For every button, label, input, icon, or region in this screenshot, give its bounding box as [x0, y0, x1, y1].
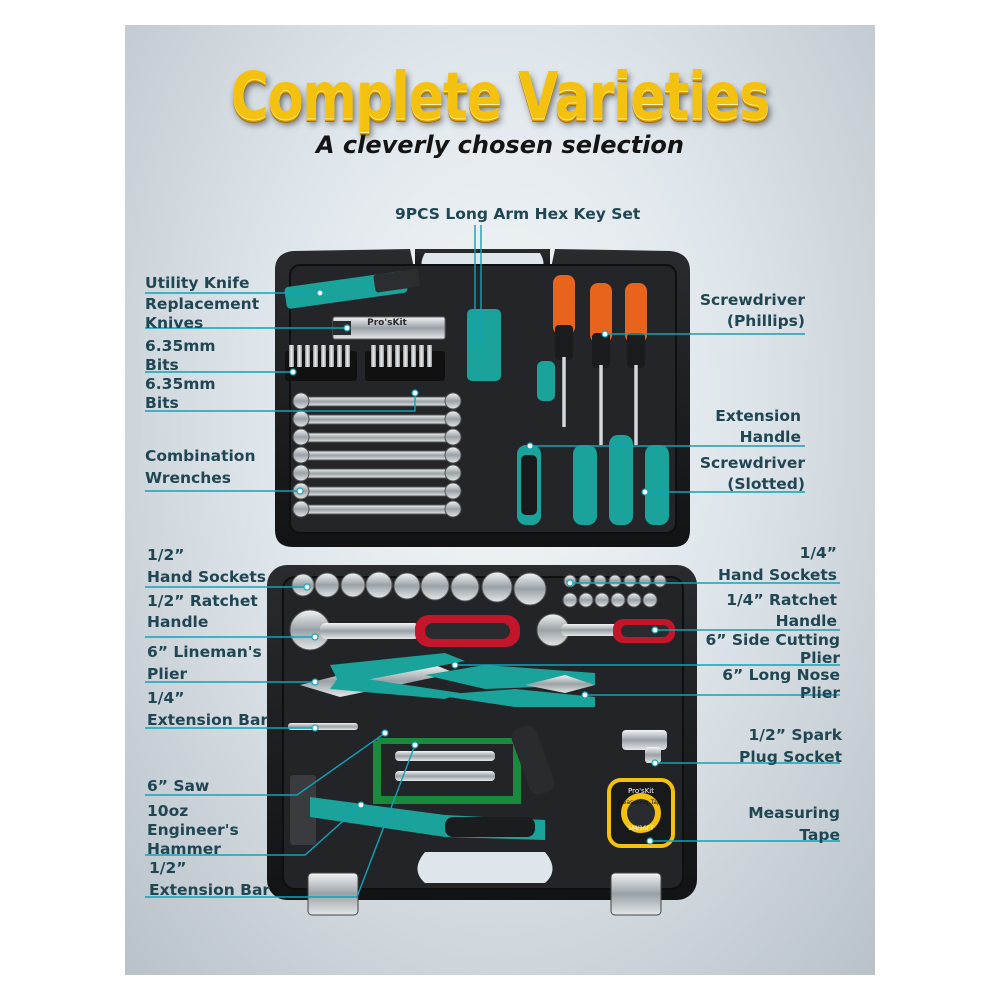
label-extension-handle: Extension Handle	[715, 407, 801, 446]
hammer	[290, 775, 545, 845]
label-replacement-knives: Replacement Knives	[145, 295, 260, 332]
screwdrivers-phillips	[553, 275, 647, 445]
blade-pack-brand: Pro'sKit	[367, 318, 407, 328]
hand-sockets-quarter	[562, 574, 667, 608]
label-extension-bar-half: 1/2” Extension Bar	[149, 859, 271, 899]
utility-knife	[284, 269, 420, 309]
label-combination-wrenches: Combination Wrenches	[145, 447, 256, 487]
label-ratchet-quarter: 1/4” Ratchet Handle	[726, 591, 837, 630]
spark-plug-socket	[622, 730, 667, 763]
pliers	[300, 653, 595, 707]
label-hand-sockets-quarter: 1/4” Hand Sockets	[718, 544, 837, 584]
screwdrivers-slotted	[517, 361, 669, 525]
poster: Pro'sKit Pro'sKit Measuring Tape 5M/16FT…	[125, 25, 875, 975]
label-side-cutting-plier: 6” Side Cutting Plier	[705, 631, 840, 667]
measuring-tape	[607, 778, 675, 848]
label-screwdriver-slotted: Screwdriver (Slotted)	[699, 454, 805, 493]
label-saw: 6” Saw	[147, 777, 210, 795]
label-hammer: 10oz Engineer's Hammer	[147, 802, 239, 858]
ratchet-quarter	[536, 613, 675, 647]
extension-bar-half	[395, 751, 495, 781]
tape-brand: Pro'sKit	[628, 787, 654, 795]
label-extension-bar-quarter: 1/4” Extension Bar	[147, 689, 269, 729]
bit-sets	[285, 345, 445, 381]
label-hand-sockets-half: 1/2” Hand Sockets	[147, 546, 266, 586]
label-spark-plug-socket: 1/2” Spark Plug Socket	[738, 726, 842, 766]
label-measuring-tape: Measuring Tape	[748, 804, 840, 844]
ratchet-half	[289, 609, 520, 651]
label-ratchet-half: 1/2” Ratchet Handle	[147, 592, 258, 631]
toolkit-case-illustration	[145, 225, 840, 916]
label-linemans-plier: 6” Lineman's Plier	[147, 643, 262, 683]
label-long-nose-plier: 6” Long Nose Plier	[722, 666, 840, 702]
label-bits-b: 6.35mm Bits	[145, 375, 216, 412]
page-subtitle: A cleverly chosen selection	[315, 131, 684, 159]
leader-dots	[289, 289, 659, 845]
tape-print: Measuring Tape	[617, 799, 665, 806]
tape-model: 5M/16FT	[628, 825, 654, 832]
label-utility-knife: Utility Knife	[145, 274, 250, 292]
extension-bar-quarter	[288, 723, 358, 730]
label-screwdriver-phillips: Screwdriver (Phillips)	[699, 291, 805, 330]
label-hex-key-set: 9PCS Long Arm Hex Key Set	[395, 205, 641, 223]
page-title: Complete Varieties	[230, 59, 771, 135]
hand-sockets-half	[291, 571, 547, 606]
combination-wrenches	[292, 392, 462, 518]
label-bits-a: 6.35mm Bits	[145, 337, 216, 374]
leader-lines	[145, 225, 840, 898]
saw	[373, 725, 555, 804]
